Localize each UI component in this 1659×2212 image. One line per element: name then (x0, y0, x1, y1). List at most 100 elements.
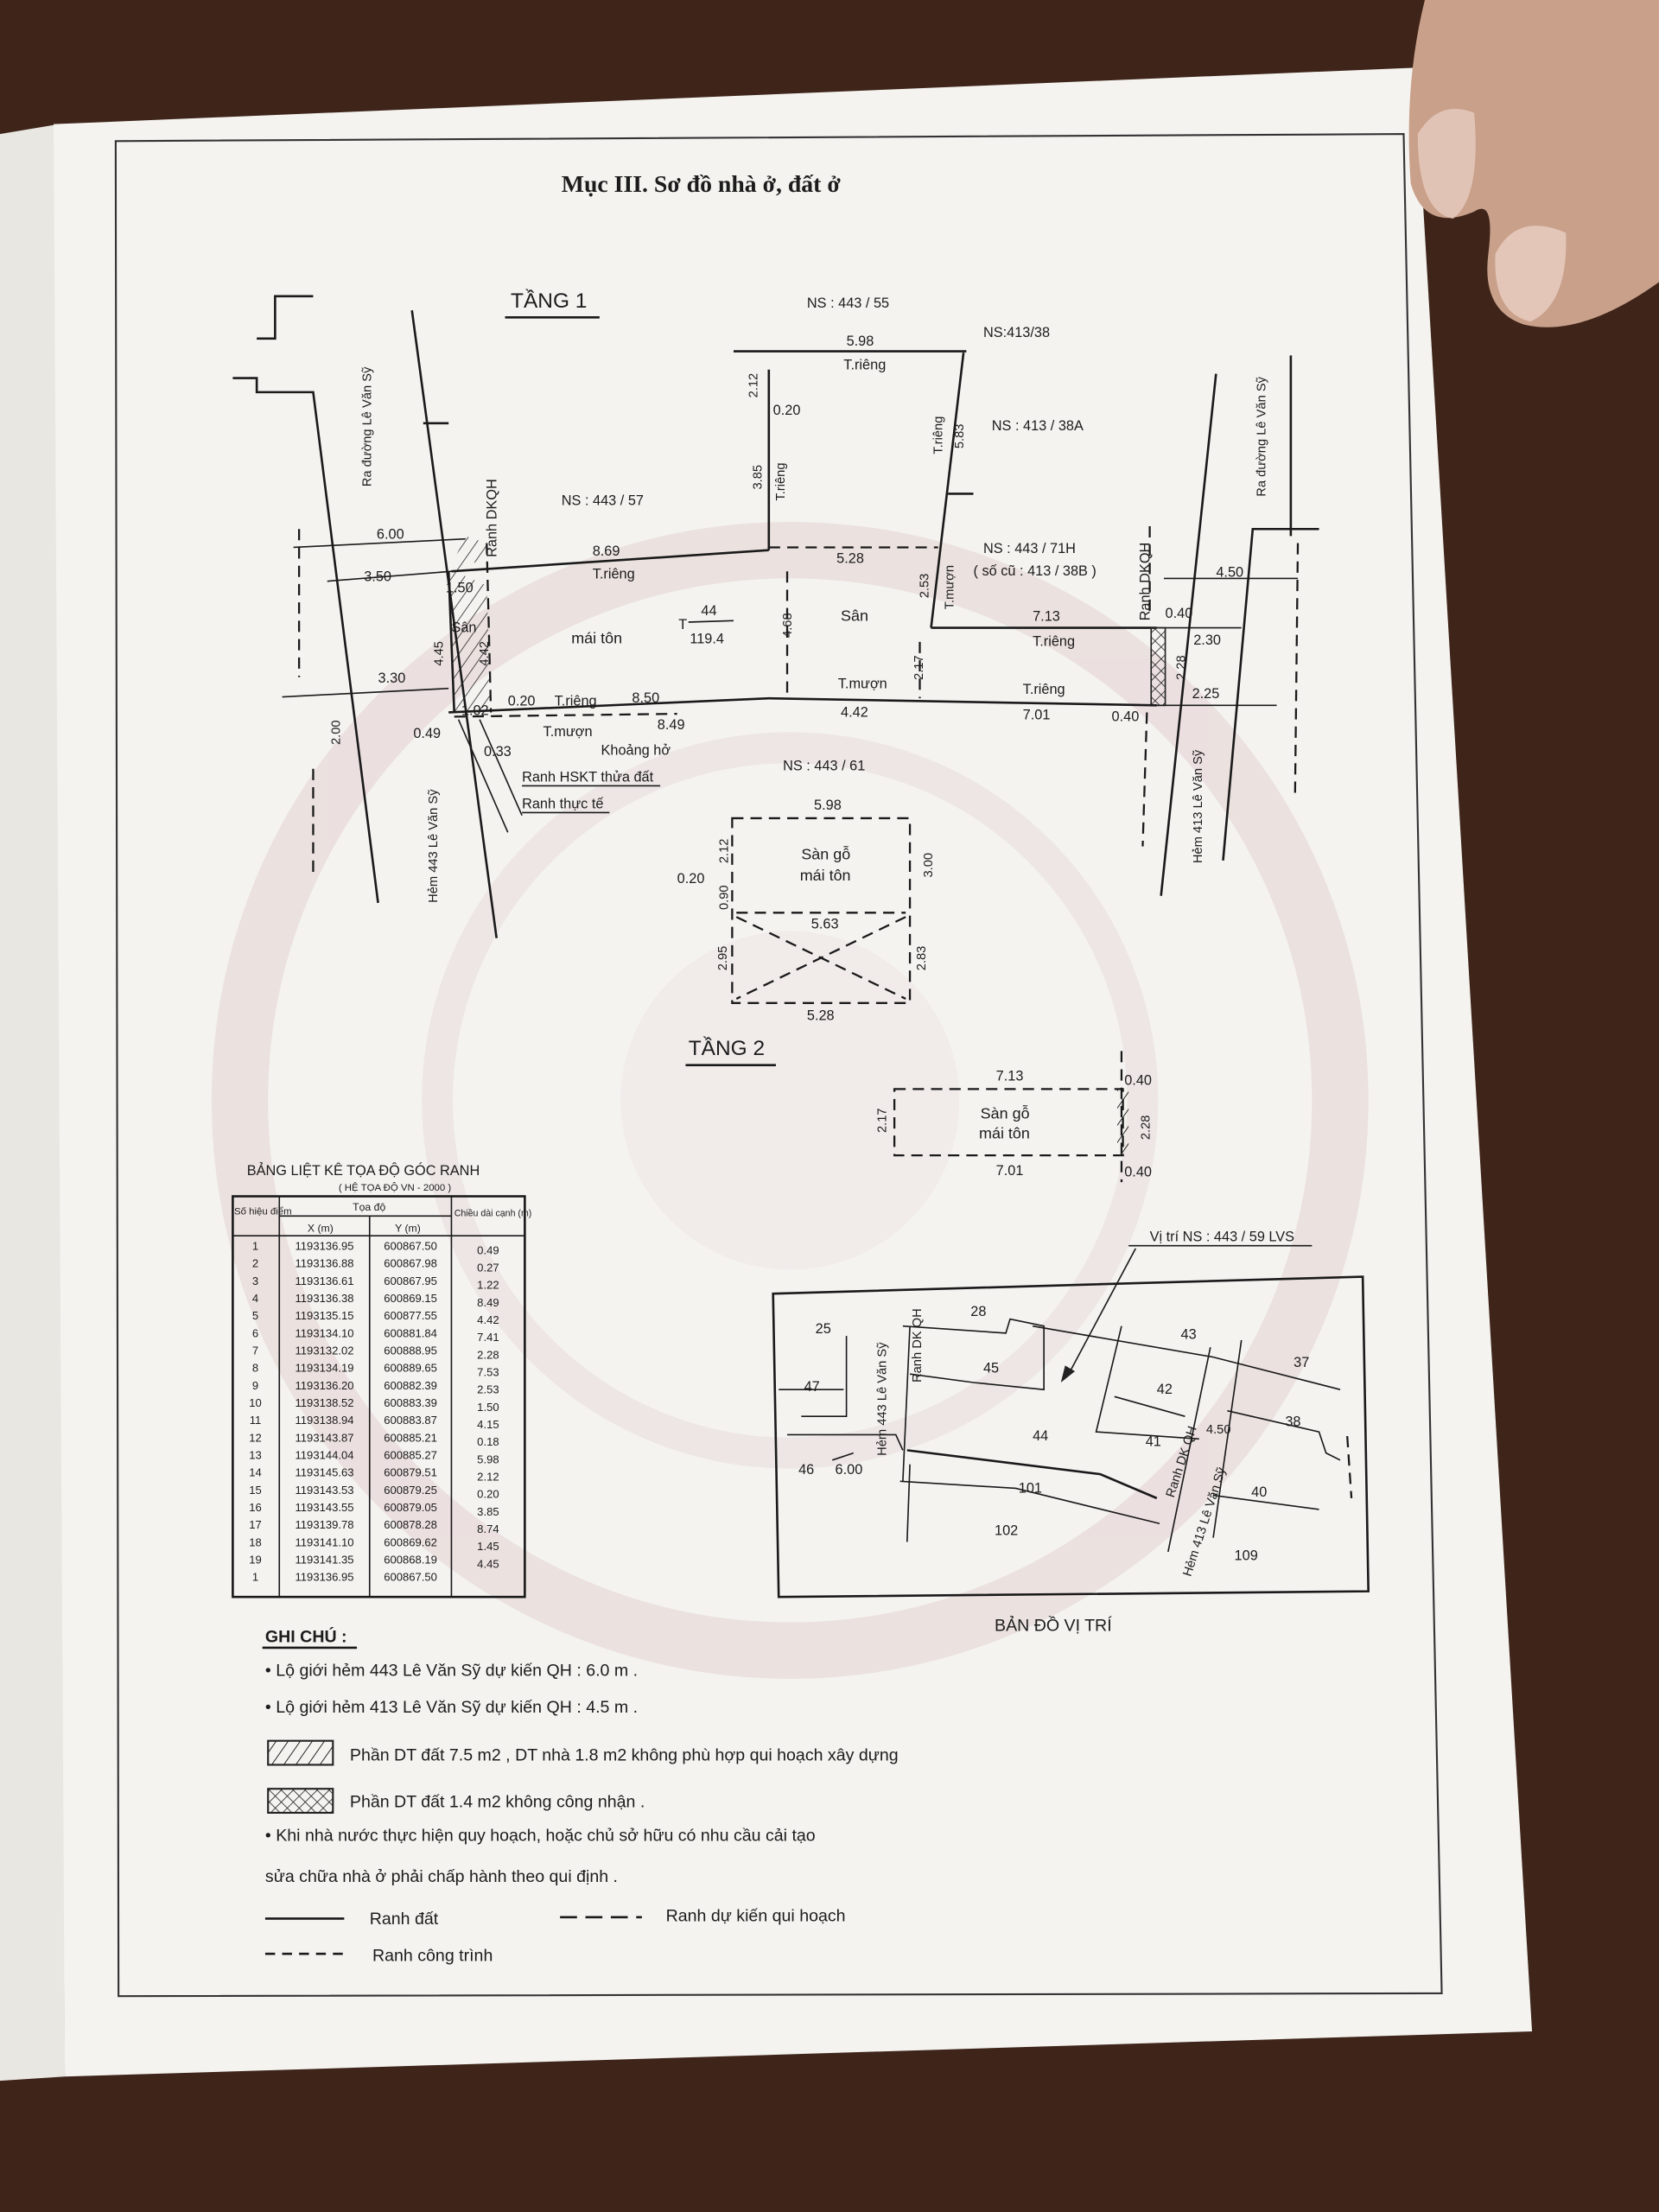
x-coord-cell: 1193145.63 (296, 1466, 354, 1479)
edge-length-cell: 0.18 (477, 1435, 499, 1448)
dim: 0.40 (1112, 709, 1140, 724)
parcel-number: 28 (970, 1304, 986, 1319)
edge-length-cell: 4.15 (477, 1418, 499, 1431)
edge-length-cell: 7.53 (477, 1366, 499, 1379)
wall-label: T.riêng (932, 416, 946, 454)
table-subtitle: ( HỆ TỌA ĐỘ VN - 2000 ) (339, 1182, 452, 1193)
x-coord-cell: 1193136.95 (296, 1571, 354, 1584)
parcel-number: 43 (1181, 1326, 1197, 1342)
note-item: • Khi nhà nước thực hiện quy hoạch, hoặc… (265, 1827, 816, 1846)
y-coord-cell: 600878.28 (384, 1518, 437, 1531)
y-coord-cell: 600883.87 (384, 1414, 437, 1427)
edge-length-cell: 4.45 (477, 1557, 499, 1570)
point-id-cell: 1 (252, 1240, 258, 1253)
edge-length-cell: 5.98 (477, 1452, 499, 1465)
x-coord-cell: 1193135.15 (296, 1309, 354, 1322)
room-label: mái tôn (571, 629, 622, 646)
dim: 2.28 (1174, 655, 1188, 680)
map-ranh-label: Ranh DK QH (911, 1308, 925, 1382)
x-coord-cell: 1193141.35 (296, 1553, 354, 1566)
legend-label: Ranh công trình (372, 1946, 493, 1965)
neighbor-label: NS : 443 / 61 (783, 758, 865, 773)
room-label: Sàn gỗ (801, 844, 850, 862)
note-item: Phần DT đất 7.5 m2 , DT nhà 1.8 m2 không… (350, 1746, 899, 1765)
y-coord-cell: 600867.98 (384, 1257, 437, 1270)
y-coord-cell: 600867.50 (384, 1240, 437, 1253)
x-coord-cell: 1193132.02 (296, 1344, 354, 1357)
y-coord-cell: 600868.19 (384, 1553, 437, 1566)
x-coord-cell: 1193143.55 (296, 1501, 354, 1514)
wall-label: T.riêng (843, 358, 886, 373)
watermark-seal (211, 522, 1369, 1679)
point-id-cell: 11 (250, 1414, 262, 1427)
floor2-plan: 5.98 Sàn gỗ mái tôn 2.12 0.20 0.90 3.00 … (677, 798, 1154, 1183)
note-item: • Lộ giới hẻm 413 Lê Văn Sỹ dự kiến QH :… (265, 1698, 638, 1717)
dim: 2.17 (875, 1108, 889, 1133)
y-coord-cell: 600885.27 (384, 1448, 437, 1461)
edge-length-cell: 0.27 (477, 1262, 499, 1274)
point-id-cell: 13 (249, 1448, 262, 1461)
floor-count: 44 (701, 603, 716, 619)
road-label: Hẻm 413 Lê Văn Sỹ (1192, 749, 1205, 863)
ranh-dkqh-label: Ranh DKQH (485, 479, 500, 557)
x-coord-cell: 1193136.20 (296, 1379, 354, 1392)
dim: 2.53 (918, 574, 931, 599)
x-coord-cell: 1193138.94 (296, 1414, 354, 1427)
dim: 8.69 (593, 543, 620, 559)
y-coord-cell: 600867.95 (384, 1274, 437, 1287)
y-coord-cell: 600879.05 (384, 1501, 437, 1514)
dim: 7.01 (996, 1163, 1024, 1179)
y-coord-cell: 600882.39 (384, 1379, 437, 1392)
dim: 7.13 (1033, 608, 1060, 624)
room-label: Sàn gỗ (981, 1104, 1030, 1122)
edge-length-cell: 2.12 (477, 1471, 499, 1484)
room-label: mái tôn (800, 867, 851, 884)
dim: 8.49 (658, 717, 685, 733)
y-coord-cell: 600885.21 (384, 1431, 437, 1444)
edge-length-cell: 3.85 (477, 1505, 499, 1518)
dim: 4.50 (1216, 565, 1243, 581)
neighbor-label: NS:413/38 (983, 325, 1050, 340)
parcel-number: 40 (1251, 1484, 1267, 1500)
point-id-cell: 4 (252, 1292, 258, 1305)
edge-length-cell: 2.28 (477, 1348, 499, 1361)
y-coord-cell: 600879.51 (384, 1466, 437, 1479)
neighbor-label: NS : 413 / 38A (992, 418, 1084, 434)
edge-length-cell: 1.22 (477, 1279, 499, 1292)
dim: 0.33 (484, 744, 512, 760)
edge-length-cell: 7.41 (477, 1331, 499, 1344)
dim: 5.83 (953, 424, 967, 449)
point-id-cell: 12 (249, 1431, 262, 1444)
x-coord-cell: 1193136.61 (296, 1274, 354, 1287)
edge-length-cell: 2.53 (477, 1383, 499, 1396)
ranh-thuc-te-label: Ranh thực tế (522, 797, 603, 812)
wall-label: T.riêng (555, 693, 597, 709)
point-id-cell: 15 (249, 1484, 262, 1497)
dim: 0.40 (1124, 1073, 1152, 1089)
dim: 3.85 (752, 465, 766, 490)
edge-length-cell: 8.74 (477, 1522, 499, 1535)
parcel-number: 44 (1033, 1428, 1048, 1444)
note-item: • Lộ giới hẻm 443 Lê Văn Sỹ dự kiến QH :… (265, 1662, 638, 1681)
dim: 0.20 (677, 871, 705, 887)
parcel-number: 46 (798, 1462, 814, 1478)
room-label: Sân (451, 620, 476, 635)
wall-label: T.riêng (1023, 682, 1065, 697)
dim: 0.90 (717, 885, 731, 910)
floor1-heading: TẦNG 1 (511, 289, 587, 313)
map-caption: BẢN ĐỒ VỊ TRÍ (995, 1614, 1112, 1635)
dim: 0.49 (413, 726, 441, 741)
note-item: sửa chữa nhà ở phải chấp hành theo qui đ… (265, 1867, 618, 1886)
room-label: mái tôn (979, 1125, 1030, 1142)
edge-length-cell: 0.49 (477, 1243, 499, 1256)
parcel-number: 47 (804, 1379, 820, 1395)
dim: 4.42 (478, 641, 492, 666)
